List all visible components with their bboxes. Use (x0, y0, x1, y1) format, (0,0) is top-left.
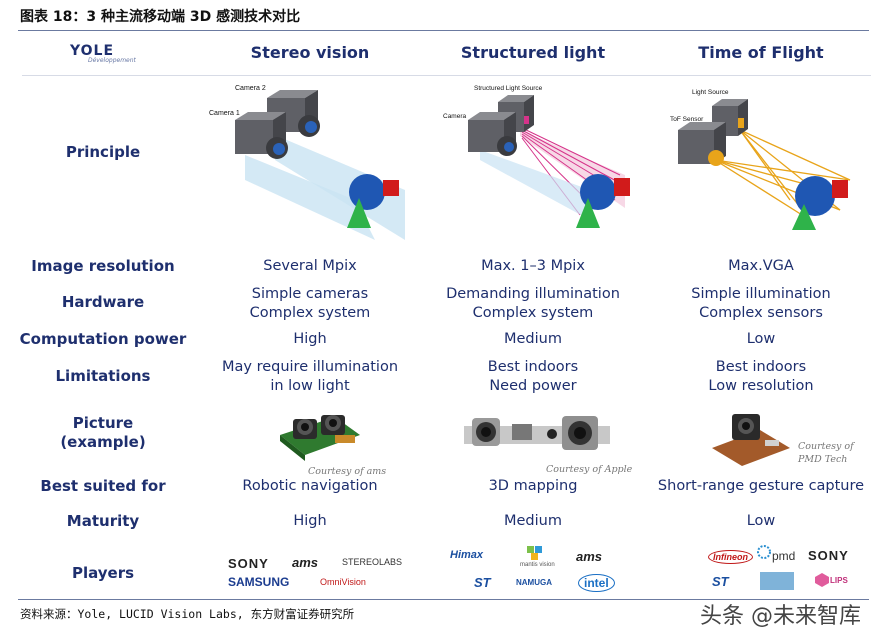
row-label-best-suited: Best suited for (40, 477, 166, 495)
row-label-principle: Principle (65, 143, 141, 161)
cell-best-suited-structured: 3D mapping (488, 478, 578, 494)
cell-computation-tof: Low (746, 331, 776, 347)
logo-name: YOLE (70, 43, 115, 59)
player-logo-pmd: pmd (772, 549, 796, 563)
player-logo-sony-2: SONY (808, 548, 849, 563)
cell-limitations-stereo-line1: May require illumination (221, 359, 399, 375)
cell-hardware-structured-line1: Demanding illumination (446, 286, 620, 302)
logo-sub: Développement (88, 57, 136, 64)
cell-resolution-tof: Max.VGA (728, 258, 794, 274)
cell-best-suited-tof: Short-range gesture capture (657, 478, 865, 494)
title-divider (18, 30, 869, 31)
cell-hardware-stereo-line2: Complex system (249, 305, 371, 321)
lips-logo-icon (815, 573, 829, 587)
header-divider (22, 75, 871, 76)
courtesy-ams: Courtesy of ams (308, 466, 387, 477)
cell-hardware-stereo-line1: Simple cameras (251, 286, 369, 302)
cell-resolution-stereo: Several Mpix (263, 258, 357, 274)
row-label-picture: Picture (example) (18, 414, 188, 452)
cell-best-suited-stereo: Robotic navigation (242, 478, 378, 494)
row-label-limitations: Limitations (55, 367, 151, 385)
generic-blue-logo-icon (760, 572, 794, 590)
tof-module-photo (712, 414, 790, 466)
player-logo-st-1: ST (474, 575, 491, 590)
tof-sensor-label: ToF Sensor (670, 116, 704, 123)
tof-source-label: Light Source (692, 89, 729, 96)
cell-maturity-structured: Medium (504, 513, 562, 529)
stereo-camera1-label: Camera 1 (209, 110, 240, 117)
structured-light-diagram: Structured Light Source Camera (443, 85, 630, 228)
cell-hardware-stereo: Simple cameras Complex system (195, 285, 425, 323)
cell-hardware-tof-line1: Simple illumination (691, 286, 831, 302)
player-logo-himax: Himax (450, 549, 484, 561)
player-logo-mantis: mantis vision (520, 562, 555, 568)
row-label-image-resolution: Image resolution (31, 257, 175, 275)
cell-hardware-structured-line2: Complex system (472, 305, 594, 321)
pmd-logo-icon (757, 545, 771, 559)
stereo-vision-diagram: Camera 2 Camera 1 (209, 85, 405, 240)
cell-limitations-tof-line1: Best indoors (715, 359, 807, 375)
watermark: 头条 @未来智库 (700, 604, 861, 629)
row-label-players: Players (71, 564, 135, 582)
column-header-stereo: Stereo vision (250, 43, 370, 62)
mantis-logo-icon (527, 546, 542, 560)
row-label-maturity: Maturity (66, 512, 140, 530)
player-logo-stereolabs: STEREOLABS (342, 557, 403, 567)
figure-title: 图表 18：3 种主流移动端 3D 感测技术对比 (20, 9, 301, 25)
player-logo-lips: LIPS (830, 576, 848, 585)
cell-limitations-stereo-line2: in low light (270, 378, 350, 394)
cell-limitations-structured: Best indoors Need power (418, 358, 648, 396)
structured-module-photo (464, 416, 610, 450)
row-label-picture-line1: Picture (72, 414, 134, 432)
player-logo-samsung: SAMSUNG (228, 575, 290, 589)
courtesy-pmd: Courtesy of PMD Tech (798, 440, 854, 466)
cell-hardware-structured: Demanding illumination Complex system (418, 285, 648, 323)
cell-limitations-stereo: May require illumination in low light (195, 358, 425, 396)
yole-logo: YOLE Développement (70, 40, 136, 64)
player-logo-infineon: Infineon (708, 550, 753, 564)
cell-maturity-stereo: High (293, 513, 327, 529)
structured-source-label: Structured Light Source (474, 85, 543, 92)
stereo-module-photo (280, 415, 360, 461)
cell-maturity-tof: Low (746, 513, 776, 529)
cell-limitations-tof: Best indoors Low resolution (646, 358, 876, 396)
column-header-tof: Time of Flight (698, 43, 824, 62)
row-label-computation-power: Computation power (19, 330, 187, 348)
cell-limitations-tof-line2: Low resolution (708, 378, 814, 394)
player-logo-ams-2: ams (576, 549, 603, 564)
time-of-flight-diagram: Light Source ToF Sensor (670, 89, 851, 230)
player-logo-omnivision: OmniVision (320, 577, 366, 587)
player-logo-sony-1: SONY (228, 556, 269, 571)
player-logo-st-2: ST (712, 574, 729, 589)
cell-computation-stereo: High (293, 331, 327, 347)
player-logo-namuga: NAMUGA (516, 578, 552, 587)
cell-resolution-structured: Max. 1–3 Mpix (481, 258, 585, 274)
cell-hardware-tof-line2: Complex sensors (699, 305, 823, 321)
source-note: 资料来源：Yole, LUCID Vision Labs, 东方财富证券研究所 (20, 607, 355, 621)
row-label-picture-line2: (example) (60, 433, 146, 451)
cell-computation-structured: Medium (504, 331, 562, 347)
cell-hardware-tof: Simple illumination Complex sensors (646, 285, 876, 323)
column-header-structured: Structured light (460, 43, 606, 62)
structured-camera-label: Camera (443, 113, 467, 120)
cell-limitations-structured-line1: Best indoors (487, 359, 579, 375)
row-label-hardware: Hardware (61, 293, 145, 311)
courtesy-pmd-line2: PMD Tech (798, 454, 848, 465)
footer-divider (18, 599, 869, 600)
cell-limitations-structured-line2: Need power (489, 378, 577, 394)
player-logo-intel: intel (578, 574, 615, 592)
stereo-camera2-label: Camera 2 (235, 85, 266, 92)
player-logo-ams-1: ams (292, 555, 319, 570)
courtesy-apple: Courtesy of Apple (546, 464, 633, 475)
courtesy-pmd-line1: Courtesy of (798, 441, 854, 452)
